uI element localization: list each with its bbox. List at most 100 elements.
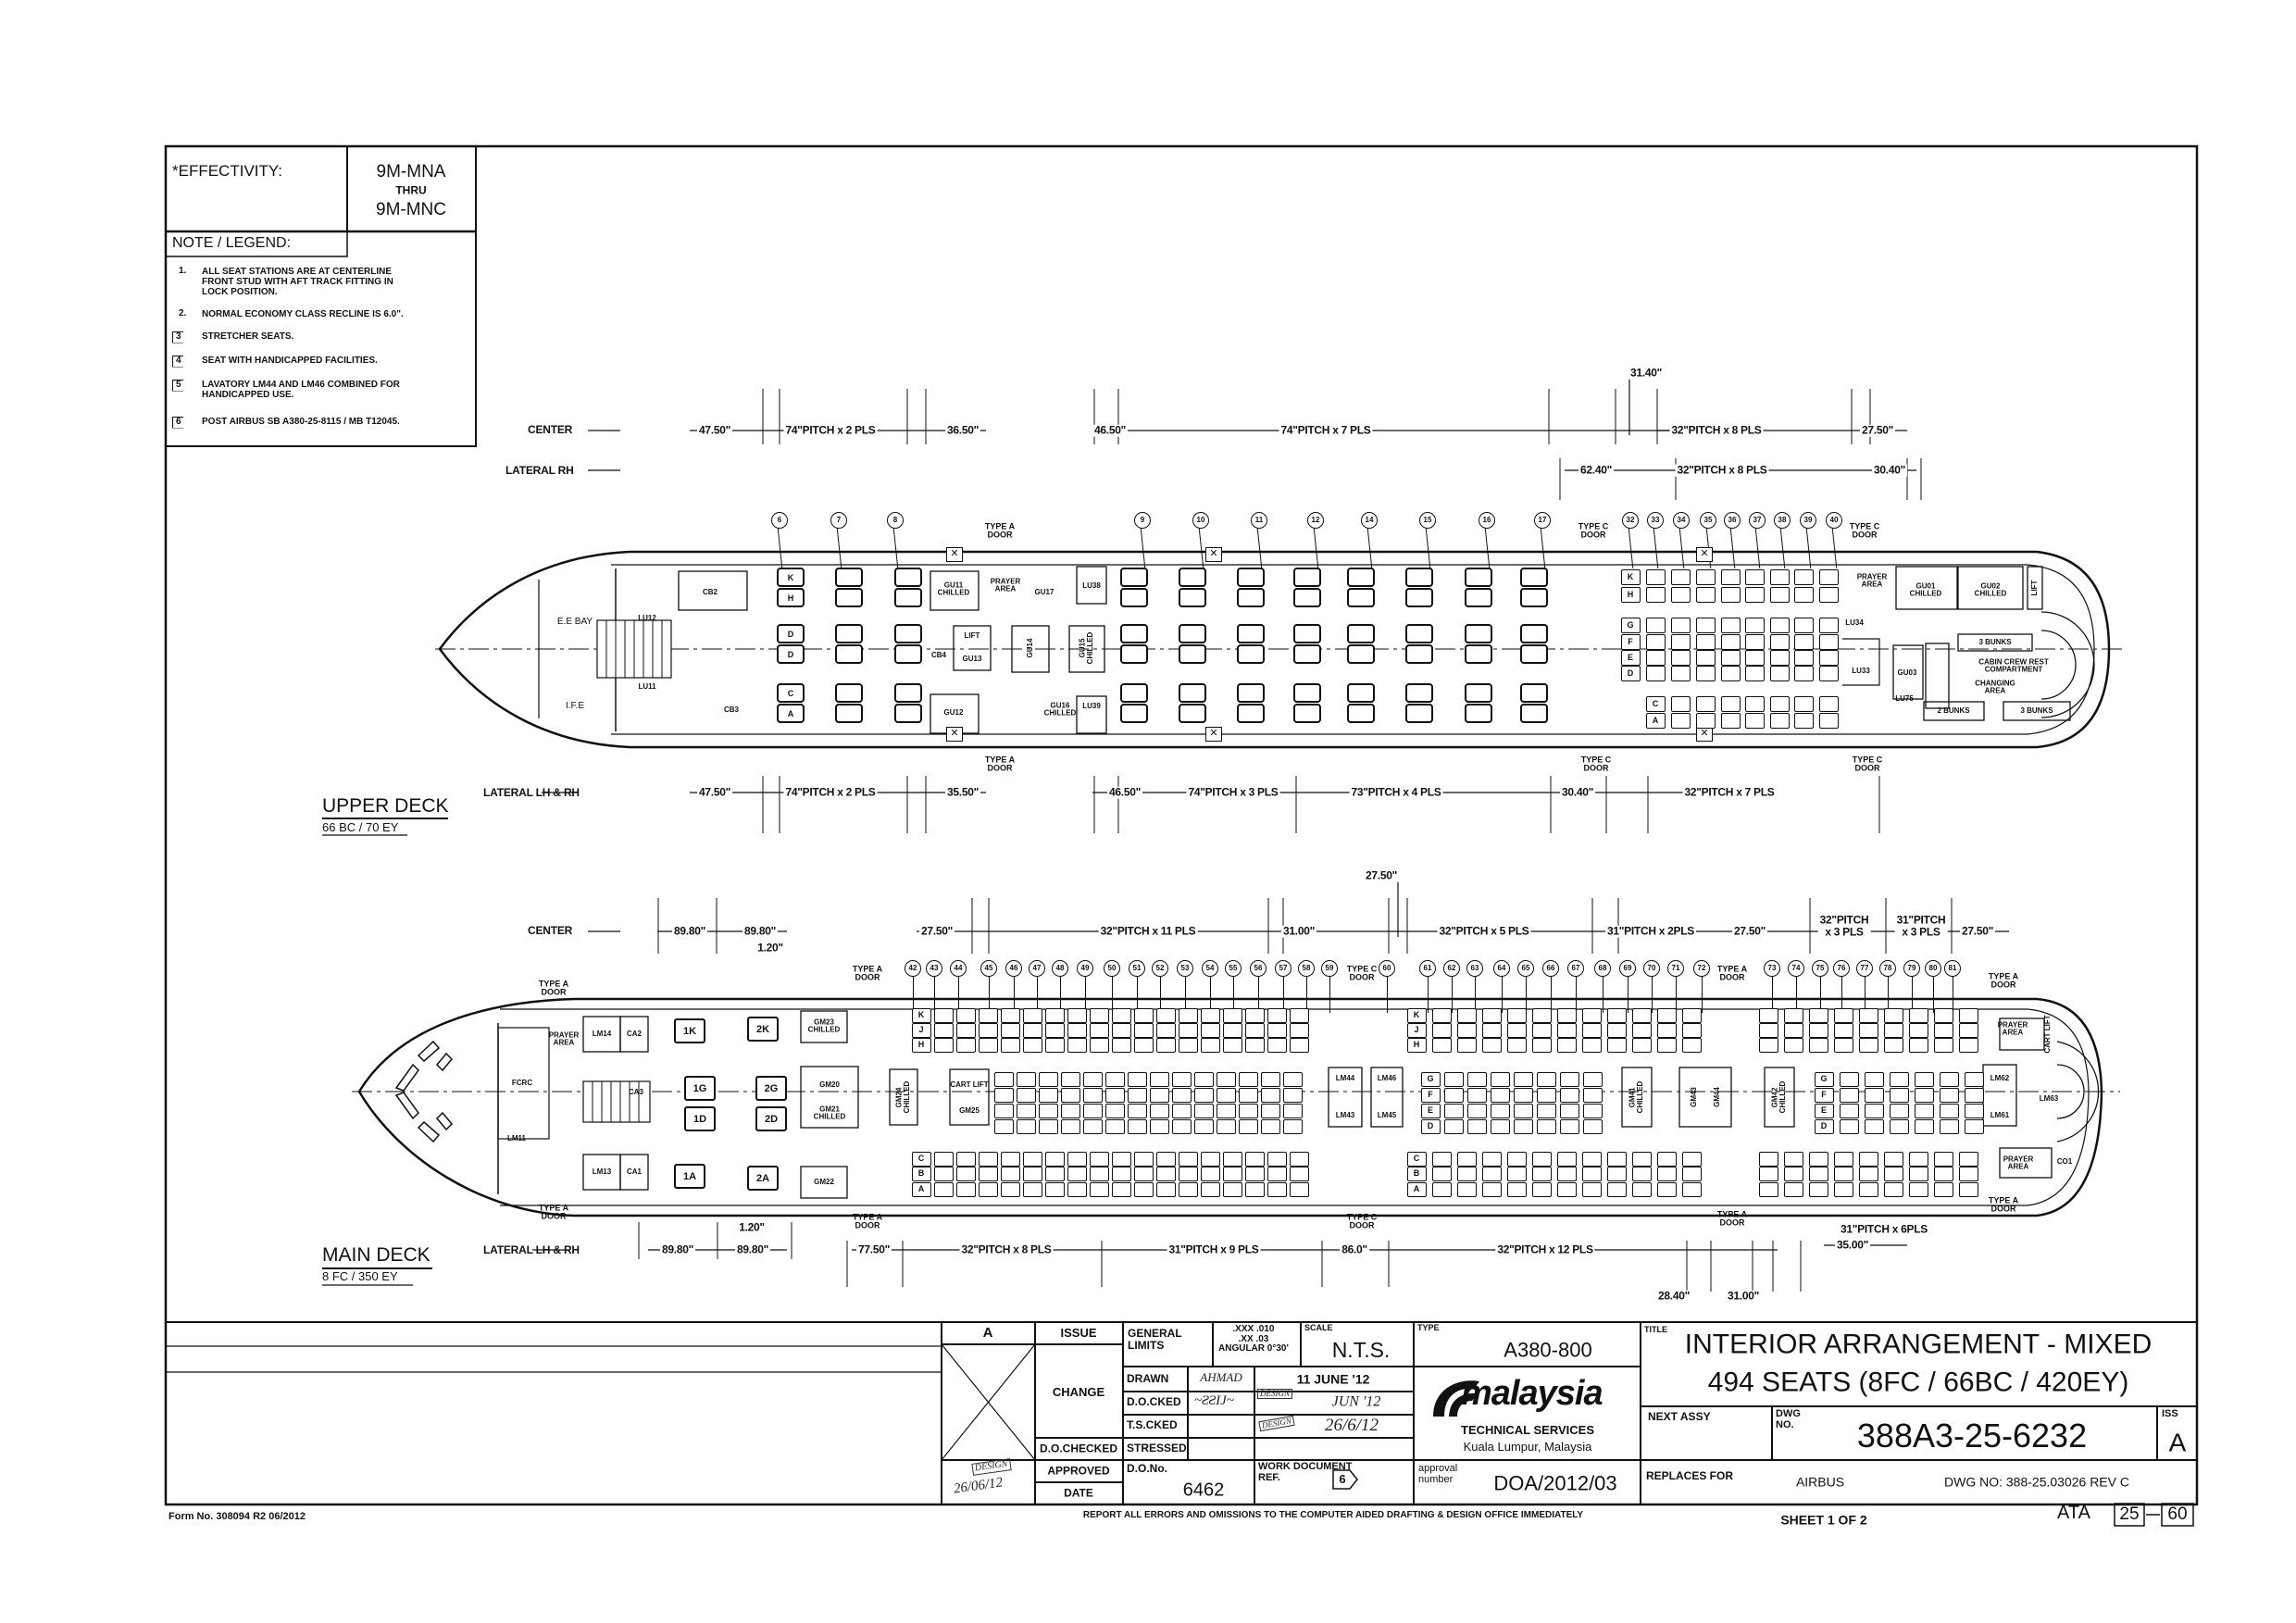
economy-seat xyxy=(1833,1152,1853,1167)
economy-seat xyxy=(1783,1152,1803,1167)
effectivity-thru: THRU xyxy=(395,183,427,197)
cabin-zone-label: GU13 xyxy=(962,654,982,663)
economy-seat xyxy=(1939,1088,1959,1103)
door-label: TYPE A DOOR xyxy=(1988,971,2019,990)
row-number: 64 xyxy=(1493,960,1510,977)
row-number: 67 xyxy=(1567,960,1584,977)
business-seat xyxy=(1405,587,1433,607)
economy-seat xyxy=(1720,665,1741,681)
economy-seat xyxy=(1582,1119,1603,1134)
upper-deck-title: UPPER DECK xyxy=(322,795,449,817)
business-seat xyxy=(1347,682,1375,703)
economy-seat xyxy=(1964,1104,1984,1118)
economy-seat xyxy=(1656,1152,1677,1167)
main-deck-fuselage xyxy=(352,997,2120,1217)
economy-seat xyxy=(1808,1182,1828,1197)
economy-seat xyxy=(1481,1152,1502,1167)
economy-seat xyxy=(1133,1152,1154,1167)
economy-seat xyxy=(1244,1182,1265,1197)
economy-seat xyxy=(1456,1152,1477,1167)
approval-label: approval number xyxy=(1418,1463,1458,1485)
dimension-label: 47.50" xyxy=(697,423,732,437)
economy-seat xyxy=(1244,1167,1265,1181)
row-leader-line xyxy=(1576,976,1577,1013)
cabin-zone-label: LM45 xyxy=(1377,1110,1397,1119)
economy-seat xyxy=(1889,1104,1909,1118)
economy-seat xyxy=(933,1152,954,1167)
cabin-zone-label: 2 BUNKS xyxy=(1937,705,1970,715)
row-number: 50 xyxy=(1104,960,1120,977)
economy-seat xyxy=(1171,1072,1192,1087)
business-seat xyxy=(894,703,922,723)
economy-seat xyxy=(1808,1167,1828,1181)
row-leader-line xyxy=(989,976,990,1013)
dimension-label: 32"PITCH x 5 PLS xyxy=(1437,924,1531,938)
business-seat xyxy=(1293,682,1321,703)
economy-seat: E xyxy=(1420,1104,1441,1118)
row-number: 37 xyxy=(1749,512,1766,529)
economy-seat xyxy=(1818,695,1839,712)
economy-seat xyxy=(1193,1088,1214,1103)
economy-seat xyxy=(1645,586,1666,603)
tscked-label: T.S.CKED xyxy=(1127,1418,1178,1431)
economy-seat xyxy=(1244,1023,1265,1038)
economy-seat xyxy=(1656,1182,1677,1197)
economy-seat xyxy=(1908,1182,1928,1197)
row-leader-line xyxy=(1428,976,1429,1013)
door-label: TYPE C DOOR xyxy=(1849,521,1880,540)
economy-seat xyxy=(1631,1038,1652,1053)
economy-seat xyxy=(1695,568,1716,585)
economy-seat xyxy=(1670,712,1691,729)
economy-seat xyxy=(1238,1104,1258,1118)
economy-seat xyxy=(1155,1038,1176,1053)
economy-seat xyxy=(1200,1167,1220,1181)
row-leader-line xyxy=(1502,976,1503,1013)
economy-seat xyxy=(1933,1038,1953,1053)
economy-seat xyxy=(978,1008,998,1023)
economy-seat xyxy=(1645,568,1666,585)
do-no-value: 6462 xyxy=(1182,1479,1225,1501)
economy-seat xyxy=(1908,1008,1928,1023)
economy-seat xyxy=(1289,1038,1309,1053)
economy-seat xyxy=(1481,1008,1502,1023)
issue-letter: A xyxy=(982,1325,993,1342)
economy-seat xyxy=(1645,617,1666,633)
dimension-label: 32"PITCH x 8 PLS xyxy=(1675,463,1769,477)
economy-seat xyxy=(1506,1038,1527,1053)
economy-seat xyxy=(1431,1152,1452,1167)
economy-seat: G xyxy=(1420,1072,1441,1087)
economy-seat xyxy=(1127,1119,1147,1134)
economy-seat xyxy=(1513,1104,1533,1118)
drawing-number: 388A3-25-6232 xyxy=(1856,1417,2088,1455)
economy-seat xyxy=(1490,1072,1510,1087)
type-label: TYPE xyxy=(1417,1323,1440,1332)
economy-seat: A xyxy=(911,1182,931,1197)
economy-seat xyxy=(1506,1008,1527,1023)
economy-seat xyxy=(1044,1167,1065,1181)
business-seat xyxy=(1237,623,1265,643)
economy-seat xyxy=(1089,1008,1109,1023)
economy-seat xyxy=(993,1104,1014,1118)
row-number: 10 xyxy=(1192,512,1209,529)
economy-seat xyxy=(1443,1072,1464,1087)
economy-seat xyxy=(1695,712,1716,729)
note-text: STRETCHER SEATS. xyxy=(202,331,294,342)
door-label: TYPE C DOOR xyxy=(1580,755,1612,773)
dimension-label: 73"PITCH x 4 PLS xyxy=(1349,785,1443,799)
business-seat: C xyxy=(777,682,805,703)
economy-seat xyxy=(1858,1152,1878,1167)
row-number: 59 xyxy=(1321,960,1338,977)
economy-seat xyxy=(1536,1119,1556,1134)
row-leader-line xyxy=(1210,976,1211,1013)
economy-seat xyxy=(1260,1088,1280,1103)
do-checked-label: D.O.CHECKED xyxy=(1039,1442,1118,1455)
economy-seat xyxy=(1783,1167,1803,1181)
economy-seat xyxy=(1581,1152,1602,1167)
economy-seat xyxy=(1536,1072,1556,1087)
row-leader-line xyxy=(1702,976,1703,1013)
tolerances: .XXX .010 .XX .03 ANGULAR 0°30' xyxy=(1218,1324,1289,1354)
sheet-border xyxy=(164,144,2199,1506)
economy-seat xyxy=(1149,1072,1169,1087)
row-number: 62 xyxy=(1443,960,1460,977)
